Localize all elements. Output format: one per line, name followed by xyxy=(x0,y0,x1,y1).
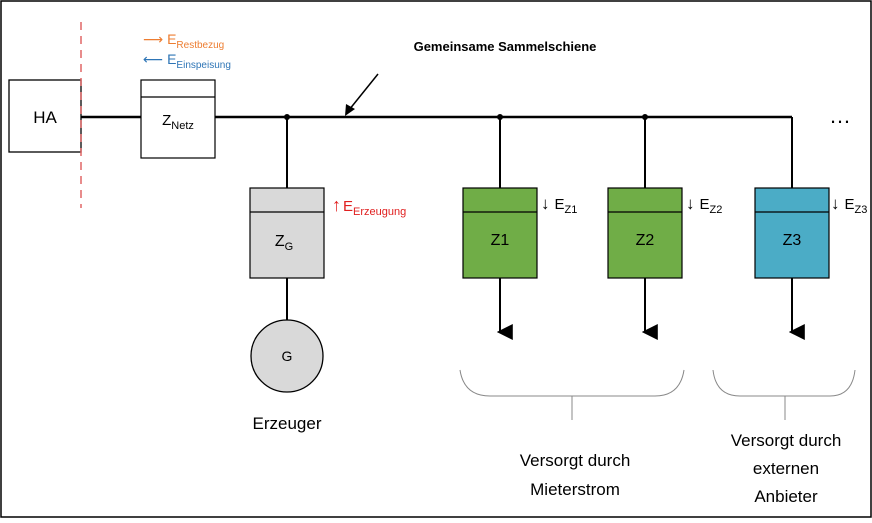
ha-label: HA xyxy=(33,108,57,127)
mieterstrom-line2: Mieterstrom xyxy=(530,480,620,499)
busbar-pointer-head xyxy=(345,104,355,116)
right-arrow-icon: ⟶ xyxy=(143,31,163,47)
zg-meter xyxy=(249,187,325,279)
ez2-label: ↓EZ2 xyxy=(686,194,722,216)
z1-meter xyxy=(462,187,538,279)
z2-label: Z2 xyxy=(636,232,655,249)
down-arrow-icon: ↓ xyxy=(686,194,695,213)
extern-brace xyxy=(712,369,856,397)
left-arrow-icon: ⟵ xyxy=(143,51,163,67)
generator-label: G xyxy=(282,348,293,364)
down-arrow-icon: ↓ xyxy=(541,194,550,213)
generator-circle xyxy=(250,319,324,393)
z-netz-meter xyxy=(140,79,216,159)
mieterstrom-brace xyxy=(459,369,685,397)
down-arrow-icon: ↓ xyxy=(831,194,840,213)
ha-box xyxy=(8,79,82,153)
busbar-pointer xyxy=(348,73,379,111)
extern-line3: Anbieter xyxy=(754,487,818,506)
ez3-label: ↓EZ3 xyxy=(831,194,867,216)
restbezug-label: ⟶ERestbezug xyxy=(143,31,224,51)
erzeuger-label: Erzeuger xyxy=(253,414,322,433)
z-netz-label: ZNetz xyxy=(162,112,194,132)
extern-line1: Versorgt durch xyxy=(731,431,842,450)
extern-line2: externen xyxy=(753,459,819,478)
z1-label: Z1 xyxy=(491,232,510,249)
mieterstrom-line1: Versorgt durch xyxy=(520,451,631,470)
zg-label: ZG xyxy=(275,233,293,253)
erzeugung-label: ↑EErzeugung xyxy=(332,195,406,218)
continuation-ellipsis: … xyxy=(829,103,851,128)
busbar-label: Gemeinsame Sammelschiene xyxy=(414,39,597,54)
up-arrow-icon: ↑ xyxy=(332,195,341,215)
einspeisung-label: ⟵EEinspeisung xyxy=(143,51,231,71)
z3-meter xyxy=(754,187,830,279)
z2-meter xyxy=(607,187,683,279)
z3-label: Z3 xyxy=(783,232,802,249)
ez1-label: ↓EZ1 xyxy=(541,194,577,216)
